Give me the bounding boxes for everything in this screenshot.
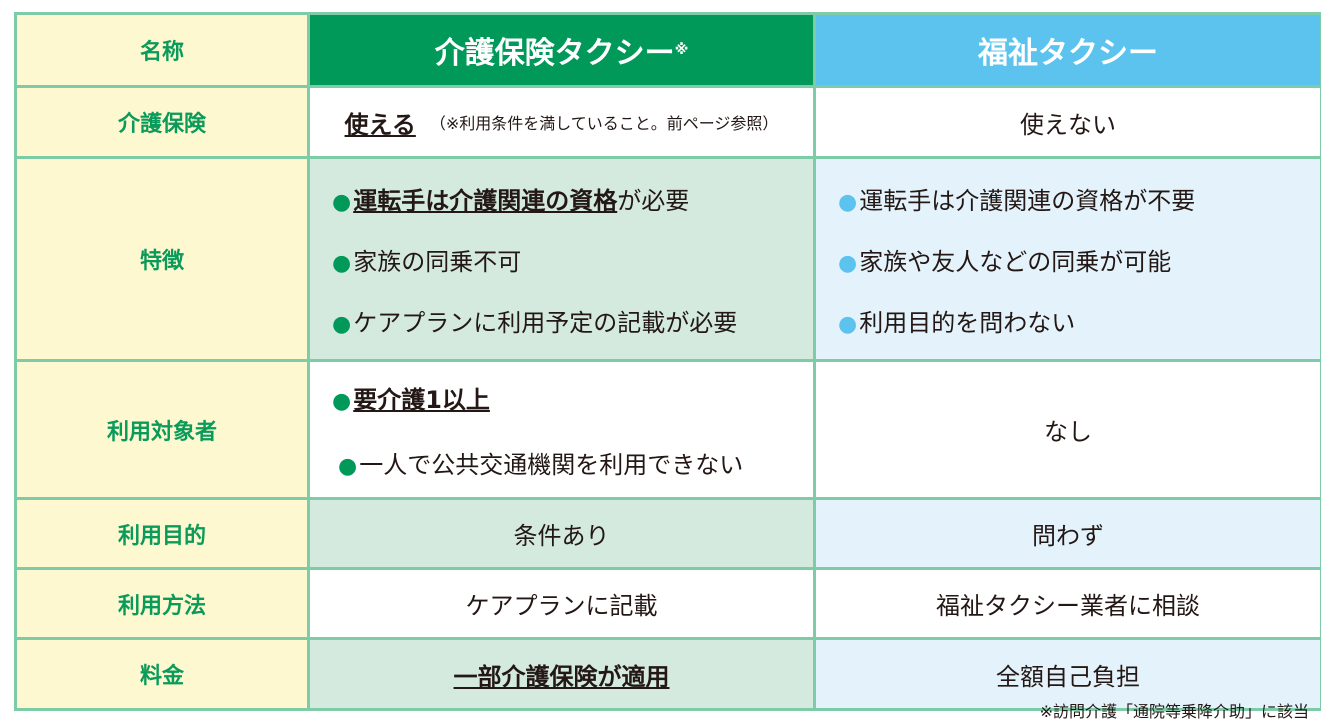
cell-note: （※利用条件を満していること。前ページ参照） xyxy=(429,114,779,133)
list-item: ●運転手は介護関連の資格が不要 xyxy=(838,181,1195,216)
bullet-icon: ● xyxy=(332,311,352,337)
bullet-icon: ● xyxy=(838,311,858,337)
item-bold: 運転手は介護関連の資格 xyxy=(353,186,618,215)
list-item: ●要介護1以上 xyxy=(332,380,490,415)
cell: ケアプランに記載 xyxy=(310,570,813,637)
cell: 一部介護保険が適用 xyxy=(310,640,813,708)
row-label: 介護保険 xyxy=(17,88,307,156)
bullet-icon: ● xyxy=(332,388,352,414)
list-item: ●一人で公共交通機関を利用できない xyxy=(332,445,743,480)
item-text: ケアプランに利用予定の記載が必要 xyxy=(353,308,738,337)
bullet-icon: ● xyxy=(332,250,352,276)
bullet-icon: ● xyxy=(338,453,358,479)
row-label: 利用方法 xyxy=(17,570,307,637)
row-label: 特徴 xyxy=(17,159,307,359)
cell: 使える （※利用条件を満していること。前ページ参照） xyxy=(310,88,813,156)
item-text: 家族や友人などの同乗が可能 xyxy=(859,247,1172,276)
cell-list: ●要介護1以上 ●一人で公共交通機関を利用できない xyxy=(310,362,813,497)
cell-list: ●運転手は介護関連の資格が必要 ●家族の同乗不可 ●ケアプランに利用予定の記載が… xyxy=(310,159,813,359)
header-fukushi-taxi: 福祉タクシー xyxy=(816,15,1320,85)
item-text: が必要 xyxy=(617,186,690,215)
cell-text: 一部介護保険が適用 xyxy=(453,662,670,691)
footnote: ※訪問介護「通院等乗降介助」に該当 xyxy=(1039,702,1309,721)
header-mark: ※ xyxy=(674,42,689,58)
list-item: ●運転手は介護関連の資格が必要 xyxy=(332,181,689,216)
comparison-table: 名称 介護保険タクシー※ 福祉タクシー 介護保険 使える （※利用条件を満している… xyxy=(14,12,1321,711)
header-kaigo-taxi: 介護保険タクシー※ xyxy=(310,15,813,85)
cell: なし xyxy=(816,362,1320,497)
bullet-icon: ● xyxy=(838,250,858,276)
cell: 条件あり xyxy=(310,500,813,567)
cell-list: ●運転手は介護関連の資格が不要 ●家族や友人などの同乗が可能 ●利用目的を問わな… xyxy=(816,159,1320,359)
cell: 全額自己負担 xyxy=(816,640,1320,708)
item-text: 運転手は介護関連の資格が不要 xyxy=(859,186,1196,215)
item-text: 利用目的を問わない xyxy=(859,308,1076,337)
cell: 福祉タクシー業者に相談 xyxy=(816,570,1320,637)
row-label: 料金 xyxy=(17,640,307,708)
cell-main: 使える xyxy=(344,110,416,139)
list-item: ●家族や友人などの同乗が可能 xyxy=(838,242,1171,277)
cell: 使えない xyxy=(816,88,1320,156)
header-text: 介護保険タクシー xyxy=(434,36,675,71)
list-item: ●ケアプランに利用予定の記載が必要 xyxy=(332,303,737,338)
header-label: 名称 xyxy=(17,15,307,85)
item-text: 家族の同乗不可 xyxy=(353,247,522,276)
cell: 問わず xyxy=(816,500,1320,567)
row-label: 利用目的 xyxy=(17,500,307,567)
bullet-icon: ● xyxy=(838,189,858,215)
list-item: ●家族の同乗不可 xyxy=(332,242,521,277)
row-label: 利用対象者 xyxy=(17,362,307,497)
item-bold: 要介護1以上 xyxy=(353,385,490,414)
list-item: ●利用目的を問わない xyxy=(838,303,1075,338)
bullet-icon: ● xyxy=(332,189,352,215)
item-text: 一人で公共交通機関を利用できない xyxy=(359,450,744,479)
